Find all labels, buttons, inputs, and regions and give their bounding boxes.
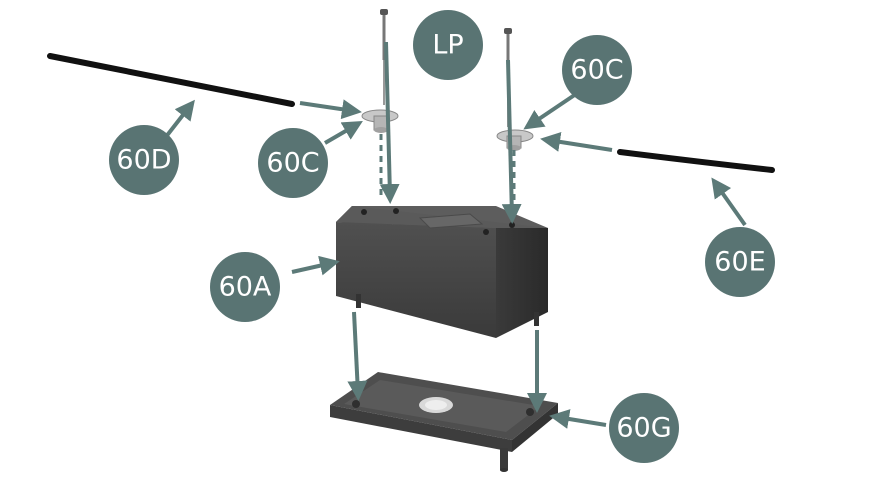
callout-60d-label: 60D: [116, 145, 171, 176]
callout-60a-label: 60A: [219, 272, 272, 303]
cable-clamp-right: [496, 129, 534, 151]
callout-60g: 60G: [609, 393, 679, 463]
callout-60c-right: 60C: [562, 35, 632, 105]
cable-60d: [47, 53, 295, 107]
callout-lp-label: LP: [432, 30, 463, 61]
arrows: [163, 41, 747, 429]
callout-60g-label: 60G: [616, 413, 671, 444]
callout-60c-left-label: 60C: [266, 148, 319, 179]
callout-60c-left: 60C: [258, 128, 328, 198]
battery-tray-60g: [330, 372, 558, 472]
callout-lp: LP: [413, 10, 483, 80]
callout-60a: 60A: [210, 252, 280, 322]
battery-60a: [336, 206, 548, 338]
callout-60d: 60D: [109, 125, 179, 195]
cable-60e: [617, 149, 775, 173]
callout-60e: 60E: [705, 227, 775, 297]
callout-60c-right-label: 60C: [570, 55, 623, 86]
callout-60e-label: 60E: [714, 247, 765, 278]
cable-clamp-left: [361, 109, 399, 133]
screw-left: [380, 9, 388, 105]
